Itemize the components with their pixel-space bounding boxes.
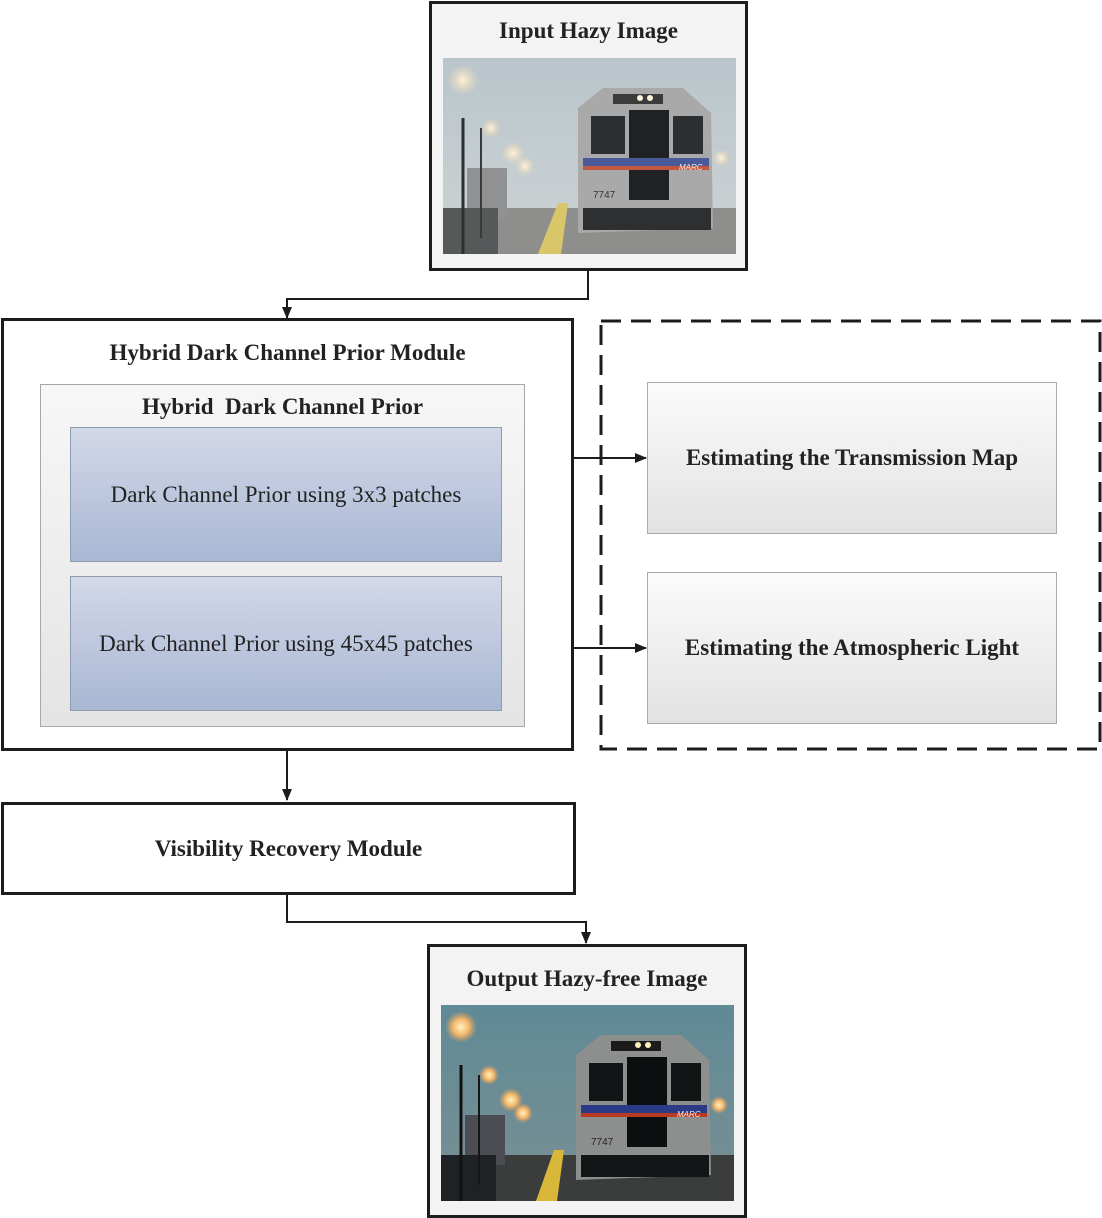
- dcp-3x3-box: Dark Channel Prior using 3x3 patches: [70, 427, 502, 562]
- output-image-frame: Output Hazy-free Image 7747 MARC: [427, 944, 747, 1218]
- hdcp-module-title: Hybrid Dark Channel Prior Module: [109, 340, 466, 365]
- atmospheric-light-box: Estimating the Atmospheric Light: [647, 572, 1057, 724]
- transmission-map-box: Estimating the Transmission Map: [647, 382, 1057, 534]
- arrow-visibility-to-output: [286, 894, 591, 944]
- input-image-frame: Input Hazy Image 7747 MARC: [429, 1, 748, 271]
- svg-text:MARC: MARC: [677, 1110, 701, 1119]
- svg-text:7747: 7747: [591, 1137, 614, 1148]
- estimation-group-dashed-border: [599, 319, 1102, 751]
- input-image-title: Input Hazy Image: [499, 18, 678, 43]
- output-image-title: Output Hazy-free Image: [466, 966, 708, 991]
- dcp-45x45-box: Dark Channel Prior using 45x45 patches: [70, 576, 502, 711]
- svg-text:7747: 7747: [593, 190, 616, 201]
- input-hazy-photo: 7747 MARC: [443, 58, 736, 254]
- output-clear-photo: 7747 MARC: [441, 1005, 734, 1201]
- visibility-recovery-module: Visibility Recovery Module: [1, 802, 576, 895]
- arrow-input-to-hdcp: [282, 271, 589, 319]
- svg-text:MARC: MARC: [679, 163, 703, 172]
- hdcp-inner-title: Hybrid Dark Channel Prior: [141, 394, 424, 419]
